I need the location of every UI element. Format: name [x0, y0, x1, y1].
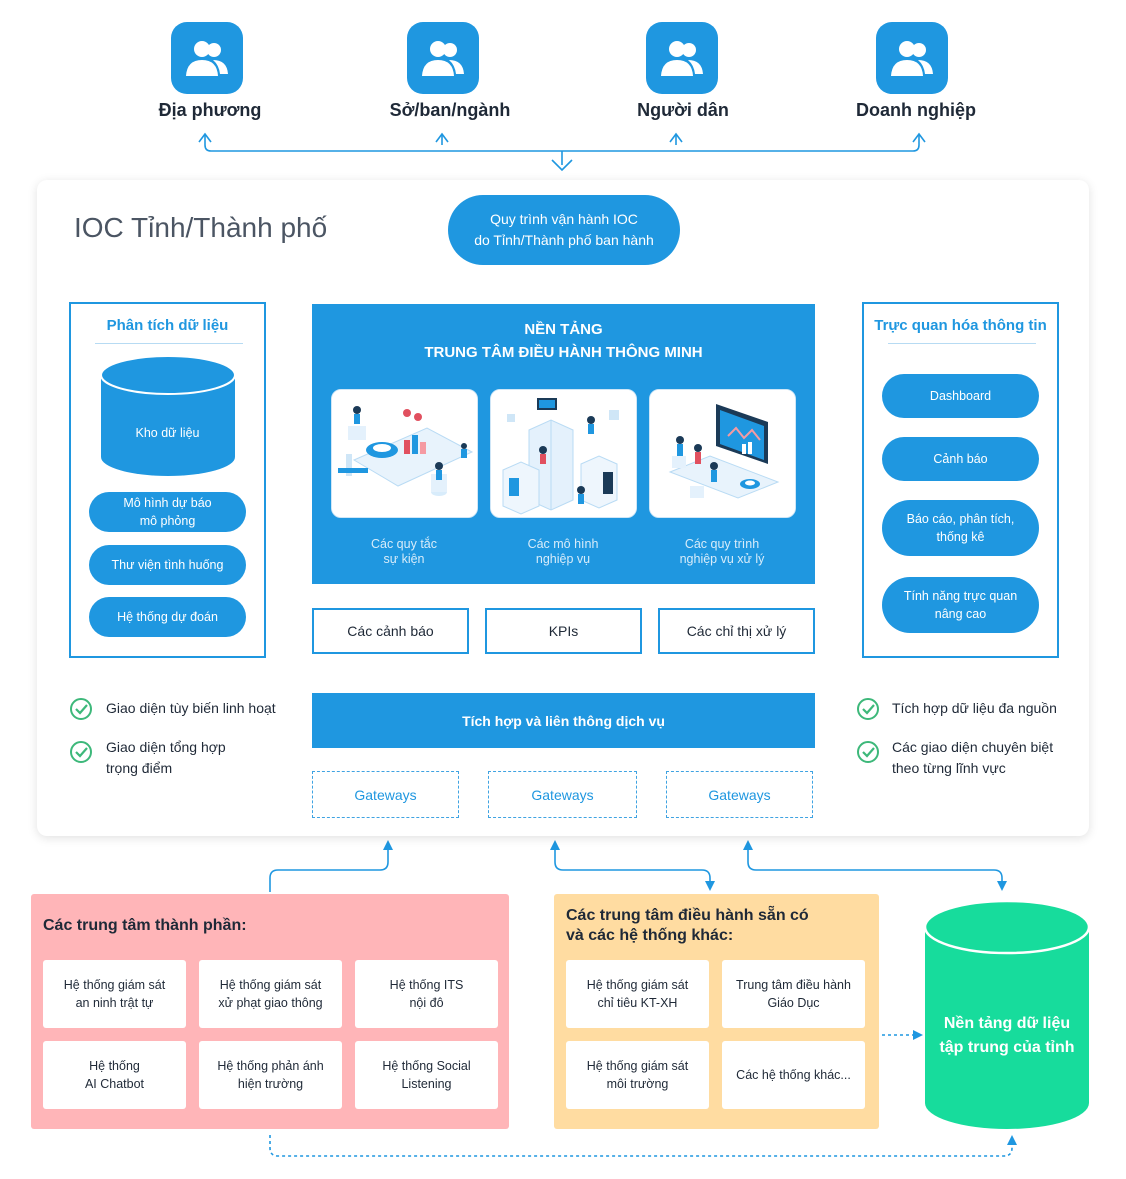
- platform-title: NỀN TẢNG TRUNG TÂM ĐIỀU HÀNH THÔNG MINH: [424, 321, 703, 361]
- divider: [888, 343, 1036, 344]
- user-group-departments: [407, 22, 479, 94]
- business-models-illustration: [490, 389, 637, 518]
- users-icon: [646, 22, 718, 94]
- visualization-panel: Trực quan hóa thông tin Dashboard Cảnh b…: [862, 302, 1059, 658]
- service-integration-bar: Tích hợp và liên thông dịch vụ: [312, 693, 815, 748]
- processes-illustration: [649, 389, 796, 518]
- feature-right: Tích hợp dữ liệu đa nguồn: [892, 700, 1057, 716]
- user-group-local: [171, 22, 243, 94]
- central-data-platform-cylinder: [924, 899, 1090, 1129]
- analysis-panel: Phân tích dữ liệu Kho dữ liệu Mô hình dự…: [69, 302, 266, 658]
- analysis-item: Hệ thống dự đoán: [89, 597, 246, 637]
- visualization-item: Báo cáo, phân tích,thống kê: [882, 500, 1039, 556]
- user-group-businesses: [876, 22, 948, 94]
- analysis-title: Phân tích dữ liệu: [106, 317, 229, 334]
- user-label-businesses: Doanh nghiệp: [856, 100, 976, 120]
- user-label-local: Địa phương: [158, 100, 262, 120]
- check-circle-icon: [857, 698, 879, 720]
- divider: [95, 343, 243, 344]
- data-warehouse-cylinder: [100, 355, 236, 476]
- gateway-box: Gateways: [666, 771, 813, 818]
- check-circle-icon: [857, 741, 879, 763]
- users-icon: [171, 22, 243, 94]
- output-directives: Các chỉ thị xử lý: [658, 608, 815, 654]
- gateway-box: Gateways: [312, 771, 459, 818]
- feature-left: Giao diện tùy biến linh hoạt: [106, 700, 276, 716]
- event-rules-illustration: [331, 389, 478, 518]
- component-centers-title: Các trung tâm thành phần:: [43, 917, 247, 934]
- check-circle-icon: [70, 698, 92, 720]
- output-alerts: Các cảnh báo: [312, 608, 469, 654]
- warehouse-label: Kho dữ liệu: [135, 426, 200, 440]
- visualization-item: Cảnh báo: [882, 437, 1039, 481]
- smart-operation-platform: NỀN TẢNG TRUNG TÂM ĐIỀU HÀNH THÔNG MINH …: [312, 304, 815, 584]
- ioc-title: IOC Tỉnh/Thành phố: [74, 212, 328, 243]
- output-kpis: KPIs: [485, 608, 642, 654]
- visualization-item: Dashboard: [882, 374, 1039, 418]
- analysis-item: Thư viện tình huống: [89, 545, 246, 585]
- component-centers-panel: Các trung tâm thành phần: Hệ thống giám …: [31, 894, 509, 1129]
- check-circle-icon: [70, 741, 92, 763]
- user-group-citizens: [646, 22, 718, 94]
- user-label-citizens: Người dân: [637, 100, 729, 120]
- users-icon: [876, 22, 948, 94]
- existing-card: Các hệ thống khác...: [722, 1041, 865, 1109]
- gateway-box: Gateways: [488, 771, 637, 818]
- user-label-departments: Sở/ban/ngành: [389, 100, 511, 120]
- visualization-title: Trực quan hóa thông tin: [874, 317, 1047, 334]
- users-icon: [407, 22, 479, 94]
